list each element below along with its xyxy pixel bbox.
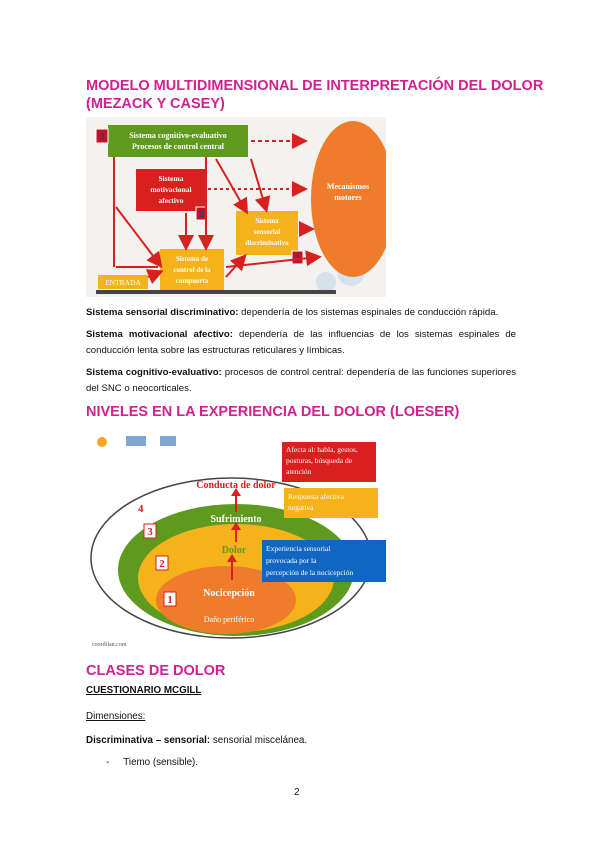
logo-icon-3 — [160, 436, 176, 446]
ellipse-level-1 — [156, 566, 296, 634]
level-number-2-box — [155, 555, 169, 571]
level-arrows — [231, 494, 237, 580]
section-title-clases: CLASES DE DOLOR — [86, 663, 226, 679]
box-compuerta-line-3: compuerta — [176, 277, 209, 285]
paragraph-sensorial: Sistema sensorial discriminativo: depend… — [86, 305, 516, 321]
box-sensorial-line-1: Sistema — [255, 217, 279, 225]
mecanismos-label-2: motores — [334, 193, 361, 202]
label-nocicepcion: Nocicepción — [203, 588, 255, 599]
box-compuerta — [160, 249, 224, 293]
box-motivacional — [136, 169, 206, 211]
title-line-2: (MEZACK Y CASEY) — [86, 96, 225, 112]
box-compuerta-line-1: Sistema de — [176, 255, 208, 263]
section-title-loeser: NIVELES EN LA EXPERIENCIA DEL DOLOR (LOE… — [86, 404, 460, 420]
box-compuerta-line-2: control de la — [173, 266, 211, 274]
callout-dolor-line-3: percepción de la nocicepción — [266, 568, 353, 577]
level-number-2: 2 — [159, 558, 165, 570]
box-sensorial-line-3: discriminativo — [245, 239, 289, 247]
level-number-1: 1 — [167, 594, 173, 606]
box-sensorial — [236, 211, 298, 255]
melzack-casey-diagram: Mecanismos motores Sistema cognitivo-eva… — [86, 117, 386, 297]
label-sufrimiento: Sufrimiento — [210, 514, 261, 525]
callout-conducta-line-1: Afecta al: habla, gestos, — [286, 445, 358, 454]
baseline-bar — [96, 290, 336, 294]
level-number-1-box — [163, 591, 177, 607]
cuestionario-heading: CUESTIONARIO MCGILL — [86, 685, 202, 696]
logo-icon-2 — [126, 436, 146, 446]
p2-bold: Sistema motivacional afectivo: — [86, 329, 233, 340]
disc-bold: Discriminativa – sensorial: — [86, 735, 211, 746]
box-cognitivo-line-1: Sistema cognitivo-evaluativo — [129, 131, 227, 140]
badge-1-label: 1 — [295, 253, 300, 263]
diagram1-arrows — [113, 133, 322, 284]
p1-text: dependería de los sistemas espinales de … — [238, 307, 499, 318]
title-line-1: MODELO MULTIDIMENSIONAL DE INTERPRETACIÓ… — [86, 78, 544, 94]
dimensiones-heading: Dimensiones: — [86, 711, 146, 722]
callout-conducta-line-3: atención — [286, 467, 312, 476]
callout-dolor — [262, 540, 386, 582]
level-arrowheads — [227, 488, 241, 562]
badge-3 — [95, 128, 109, 144]
callout-sufrimiento-line-1: Respuesta afectiva — [288, 492, 345, 501]
label-dolor: Dolor — [222, 545, 247, 556]
mecanismos-label-1: Mecanismos — [327, 182, 369, 191]
badge-3-label: 3 — [100, 132, 105, 142]
box-entrada — [98, 275, 148, 289]
logos-strip — [97, 436, 176, 447]
loeser-levels-diagram: Conducta de dolor Sufrimiento Dolor Noci… — [86, 430, 388, 652]
p3-text: procesos de control central: dependería … — [86, 367, 517, 394]
callout-sufrimiento — [284, 488, 378, 518]
label-conducta: Conducta de dolor — [196, 480, 276, 491]
level-number-3-box — [143, 523, 157, 539]
level-number-4: 4 — [138, 503, 144, 515]
logo-icon-1 — [97, 437, 107, 447]
box-motivacional-line-1: Sistema — [159, 174, 184, 183]
page-number: 2 — [294, 787, 300, 798]
callout-dolor-line-1: Experiencia sensorial — [266, 544, 330, 553]
callout-sufrimiento-line-2: negativa — [288, 503, 314, 512]
bullet-item: - Tiemo (sensible). — [106, 757, 198, 768]
disc-text: sensorial miscelánea. — [210, 735, 308, 746]
section-title-mezack: MODELO MULTIDIMENSIONAL DE INTERPRETACIÓ… — [86, 77, 543, 113]
bullet-text: Tiemo (sensible). — [123, 757, 199, 768]
discriminativa-line: Discriminativa – sensorial: sensorial mi… — [86, 735, 307, 746]
diagram2-footer: coordilan.com — [92, 642, 127, 648]
box-sensorial-line-2: sensorial — [254, 228, 281, 236]
box-cognitivo-line-2: Procesos de control central — [132, 142, 225, 151]
p3-bold: Sistema cognitivo-evaluativo: — [86, 367, 222, 378]
box-motivacional-line-2: motivacional — [150, 185, 191, 194]
p1-bold: Sistema sensorial discriminativo: — [86, 307, 239, 318]
box-cognitivo — [108, 125, 248, 157]
callout-conducta — [282, 442, 376, 482]
mecanismos-motores-ellipse — [311, 121, 386, 277]
callout-dolor-line-2: provocada por la — [266, 556, 317, 565]
callout-conducta-line-2: posturas, búsqueda de — [286, 456, 353, 465]
level-number-3: 3 — [147, 526, 153, 538]
paragraph-cognitivo: Sistema cognitivo-evaluativo: procesos d… — [86, 365, 516, 397]
badge-1 — [291, 250, 304, 265]
paragraph-motivacional: Sistema motivacional afectivo: dependerí… — [86, 327, 516, 359]
bullet-dash: - — [106, 757, 110, 768]
label-dano: Daño periférico — [204, 615, 254, 624]
badge-2-label: 2 — [199, 209, 204, 219]
entrada-label: ENTRADA — [105, 278, 141, 287]
p2-text: dependería de las influencias de los sis… — [86, 329, 516, 356]
box-motivacional-line-3: afectivo — [159, 196, 184, 205]
